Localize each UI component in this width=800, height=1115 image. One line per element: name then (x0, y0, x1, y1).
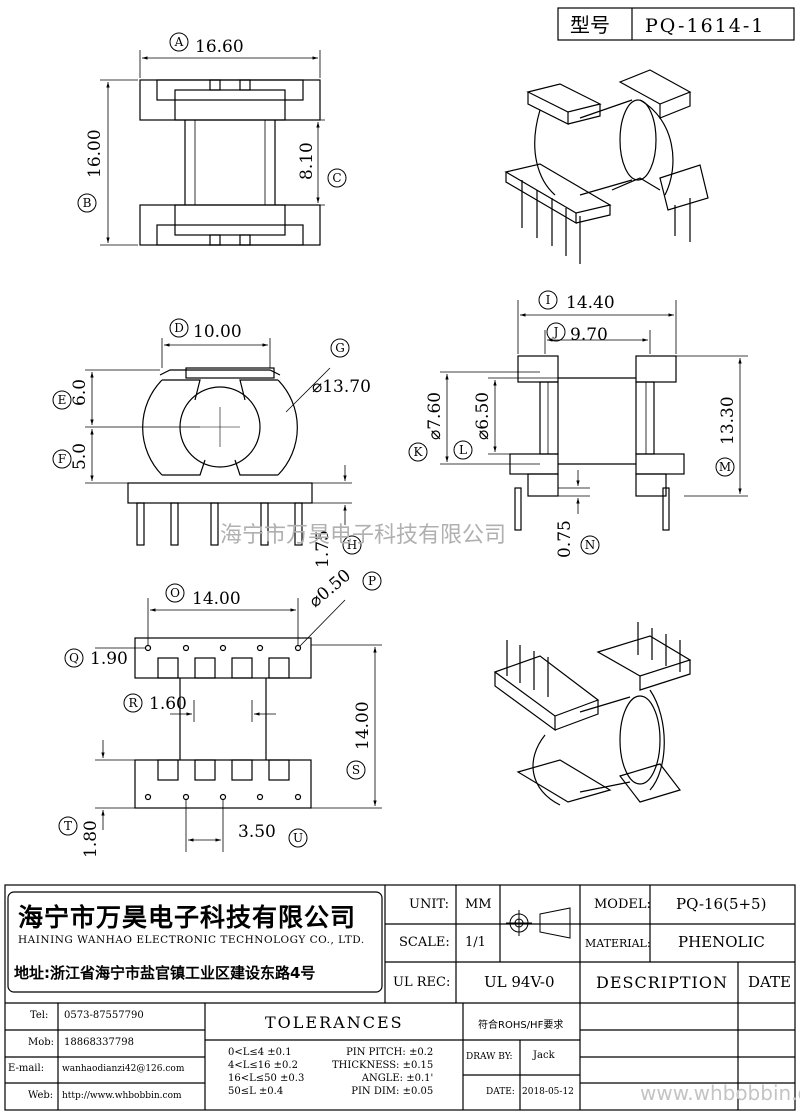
dim-Q: 1.90 (90, 649, 128, 669)
model-box (557, 7, 795, 41)
tolerance-angle: ANGLE: ±0.1' (361, 1073, 434, 1084)
scale-value: 1/1 (465, 935, 486, 950)
dim-K: ⌀7.60 (425, 392, 445, 440)
company-name-en: HAINING WANHAO ELECTRONIC TECHNOLOGY CO.… (18, 934, 365, 946)
tolerance-range-4: 50≤L ±0.4 (228, 1086, 284, 1097)
rohs-note: 符合ROHS/HF要求 (478, 1020, 564, 1031)
date-field-label: DATE: (486, 1087, 515, 1097)
dim-N: 0.75 (555, 520, 575, 558)
watermark-company: 海宁市万昊电子科技有限公司 (220, 523, 506, 548)
callout-R: R (128, 696, 138, 710)
dim-I: 14.40 (566, 293, 615, 313)
dim-E: 6.0 (70, 379, 90, 406)
callout-S: S (352, 763, 360, 777)
contact-tel-label: Tel: (30, 1010, 49, 1021)
tolerance-pin-pitch: PIN PITCH: ±0.2 (346, 1047, 434, 1058)
dim-C: 8.10 (297, 142, 317, 180)
view-section (509, 355, 685, 531)
ul-rec-value: UL 94V-0 (484, 973, 555, 991)
callout-K: K (414, 445, 424, 459)
contact-email-label: E-mail: (8, 1063, 45, 1074)
callout-O: O (170, 586, 180, 600)
dim-F: 5.0 (70, 443, 90, 470)
dim-O: 14.00 (192, 589, 241, 609)
contact-mob-label: Mob: (28, 1037, 55, 1048)
unit-label: UNIT: (409, 897, 450, 912)
tolerance-pin-dim: PIN DIM: ±0.05 (351, 1086, 434, 1097)
view-side (127, 367, 313, 546)
view-bottom (134, 637, 312, 809)
dim-B: 16.00 (85, 129, 105, 178)
model-value: PQ-16(5+5) (676, 895, 767, 913)
contact-tel-value: 0573-87557790 (64, 1010, 144, 1021)
dim-D: 10.00 (193, 322, 242, 342)
tolerance-ranges: 0<L≤4 ±0.1 4<L≤16 ±0.2 16<L≤50 ±0.3 50≤L… (228, 1046, 304, 1098)
tolerance-range-2: 4<L≤16 ±0.2 (228, 1060, 298, 1071)
dim-T: 1.80 (81, 820, 101, 858)
material-label: MATERIAL: (585, 937, 651, 950)
dim-M: 13.30 (718, 396, 738, 445)
callout-B: B (83, 196, 92, 210)
callout-Q: Q (69, 651, 79, 665)
dim-G: ⌀13.70 (312, 377, 371, 397)
callout-I: I (546, 293, 551, 307)
view-front-top (139, 79, 321, 246)
contact-mob-value: 18868337798 (64, 1037, 134, 1048)
material-value: PHENOLIC (678, 933, 765, 951)
dim-J: 9.70 (570, 325, 608, 345)
tolerances-header: TOLERANCES (265, 1013, 404, 1032)
date-field-value: 2018-05-12 (522, 1087, 574, 1097)
contact-web-value[interactable]: http://www.whbobbin.com (62, 1091, 182, 1101)
watermark-url: www.whbobbin.com (640, 1081, 800, 1105)
dim-R: 1.60 (149, 694, 187, 714)
callout-M: M (719, 460, 731, 474)
model-box-label: 型号 (570, 13, 610, 37)
projection-symbol (506, 907, 571, 939)
callout-C: C (332, 171, 341, 185)
tolerance-specs: PIN PITCH: ±0.2 THICKNESS: ±0.15 ANGLE: … (332, 1046, 433, 1098)
company-address: 地址:浙江省海宁市盐官镇工业区建设东路4号 (14, 964, 316, 982)
callout-P: P (368, 574, 376, 588)
iso-view-top (504, 69, 709, 264)
dim-P: ⌀0.50 (305, 566, 355, 612)
dim-L: ⌀6.50 (473, 392, 493, 440)
callout-J: J (552, 325, 559, 339)
callout-A: A (174, 35, 184, 49)
callout-H: H (347, 538, 357, 552)
tolerance-range-1: 0<L≤4 ±0.1 (228, 1047, 292, 1058)
dim-S: 14.00 (353, 701, 373, 750)
callout-T: T (64, 819, 72, 833)
callout-N: N (585, 538, 596, 552)
scale-label: SCALE: (399, 935, 450, 950)
draw-by-label: DRAW BY: (466, 1052, 513, 1062)
iso-view-bottom (493, 622, 692, 806)
ul-rec-label: UL REC: (393, 975, 451, 990)
dim-A: 16.60 (195, 37, 244, 57)
draw-by-value: Jack (533, 1050, 555, 1061)
title-block-grid (4, 884, 796, 1111)
description-header: DESCRIPTION (596, 973, 728, 992)
company-name-cn: 海宁市万昊电子科技有限公司 (18, 903, 357, 932)
dim-U: 3.50 (238, 822, 276, 842)
callout-D: D (174, 321, 184, 335)
callout-F: F (58, 452, 66, 466)
contact-email-value[interactable]: wanhaodianzi42@126.com (62, 1064, 185, 1074)
callout-U: U (293, 831, 303, 845)
unit-value: MM (465, 897, 492, 912)
callout-E: E (58, 393, 67, 407)
model-label: MODEL: (594, 897, 651, 912)
callout-G: G (335, 341, 345, 355)
dim-H: 1.75 (313, 530, 333, 568)
tolerance-range-3: 16<L≤50 ±0.3 (228, 1073, 305, 1084)
tolerance-thickness: THICKNESS: ±0.15 (332, 1060, 434, 1071)
contact-web-label: Web: (28, 1090, 54, 1101)
callout-L: L (459, 443, 467, 457)
date-header: DATE (748, 973, 791, 991)
model-box-value: PQ-1614-1 (645, 15, 765, 37)
